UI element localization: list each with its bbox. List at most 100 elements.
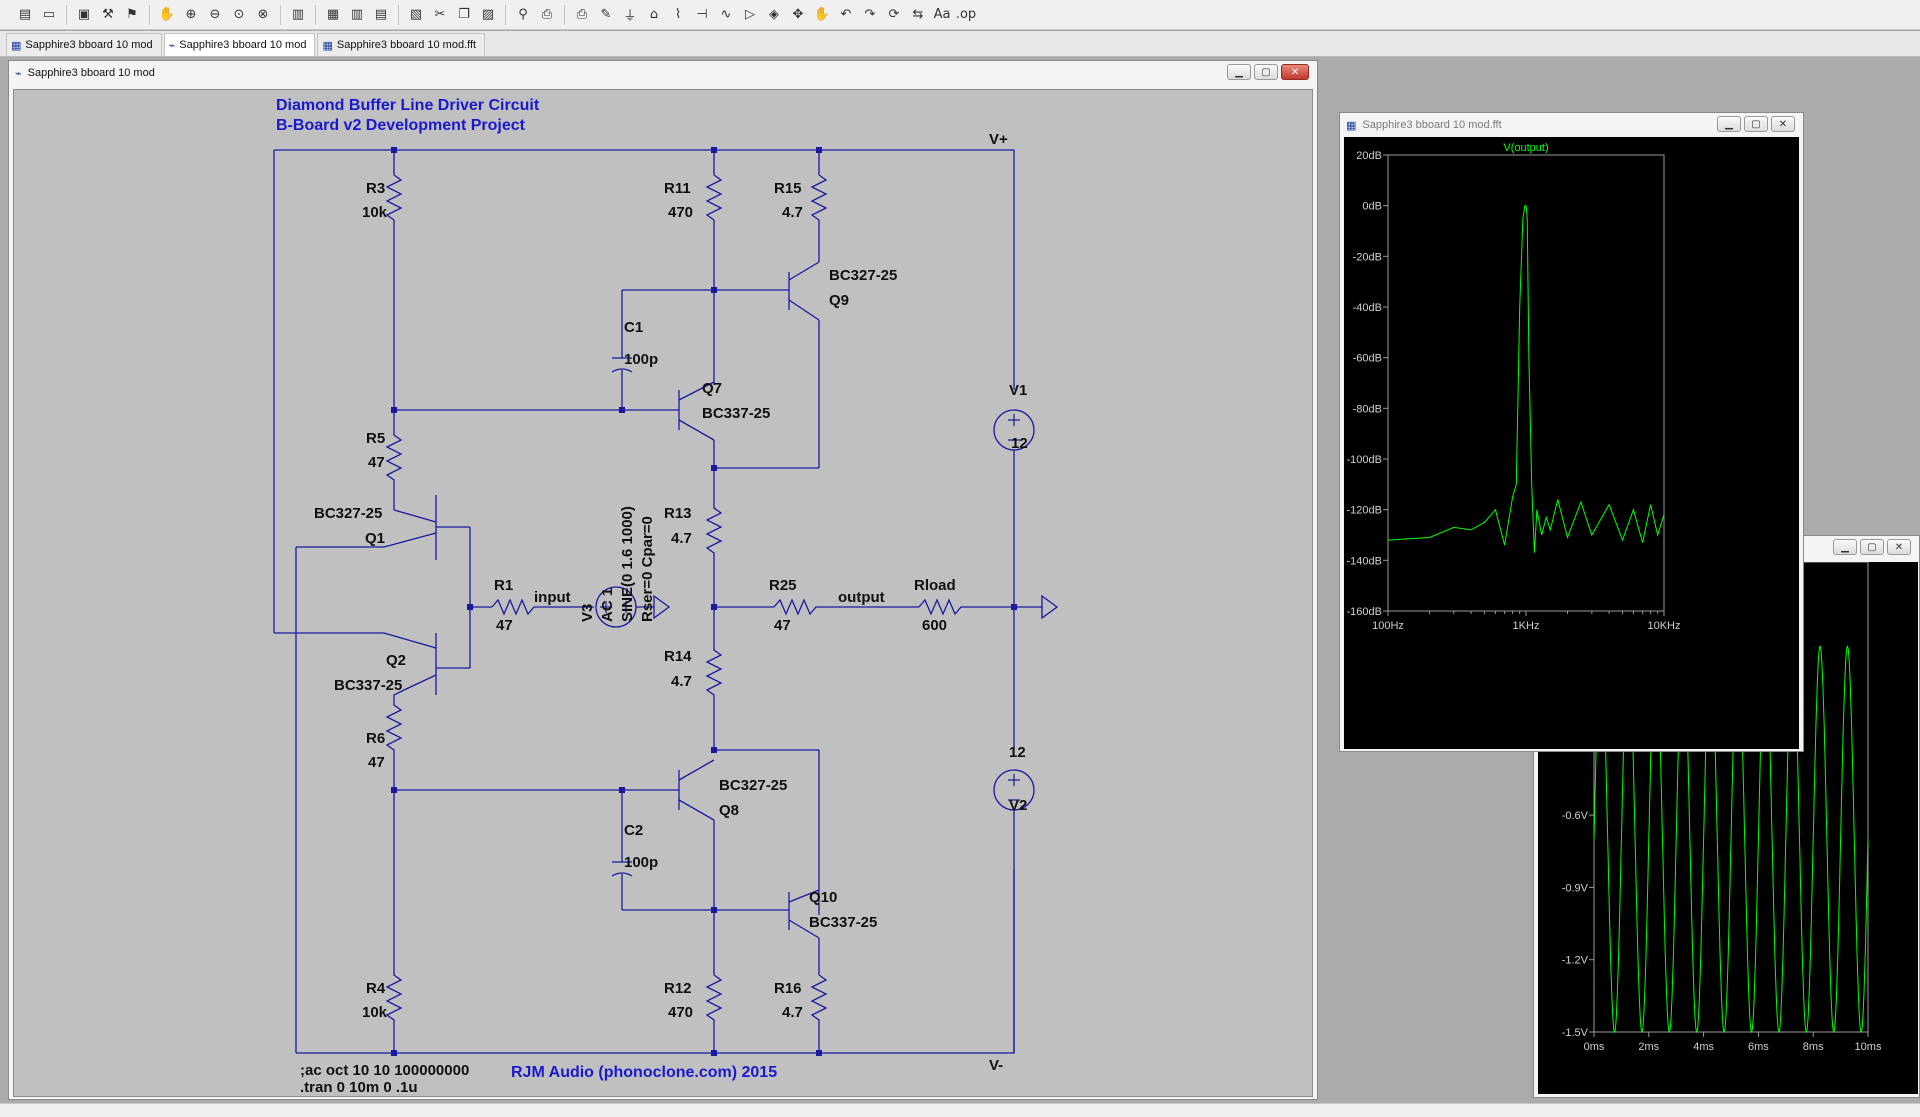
Rload-name: Rload [914, 577, 956, 594]
tile-horizontal-icon[interactable]: ▤ [374, 7, 388, 22]
minimize-button[interactable]: ▁ [1227, 64, 1251, 80]
waveform-icon: ▦ [322, 38, 333, 52]
waveform-icon: ▦ [1346, 118, 1357, 132]
fft-plot-window: ▦ Sapphire3 bboard 10 mod.fft ▁ ▢ ✕ 20dB… [1339, 112, 1804, 752]
save-icon[interactable]: ▣ [77, 7, 91, 22]
R25-name: R25 [769, 577, 797, 594]
schematic-footer: RJM Audio (phonoclone.com) 2015 [511, 1064, 777, 1081]
Q10-model: BC337-25 [809, 914, 877, 931]
y-tick-label: 20dB [1356, 150, 1382, 162]
wire-icon[interactable]: ✎ [600, 7, 612, 22]
cascade-icon[interactable]: ▧ [409, 7, 423, 22]
Q1-name: Q1 [365, 530, 385, 547]
close-button[interactable]: ✕ [1771, 116, 1795, 132]
tile-vertical-icon[interactable]: ▥ [350, 7, 364, 22]
label-icon[interactable]: ⌂ [649, 7, 659, 22]
Q2-model: BC337-25 [334, 677, 402, 694]
maximize-button[interactable]: ▢ [1744, 116, 1768, 132]
move-icon[interactable]: ✥ [792, 7, 804, 22]
window-title-bar[interactable]: ▦ Sapphire3 bboard 10 mod.fft ▁ ▢ ✕ [1340, 113, 1803, 137]
Rload-value: 600 [922, 617, 947, 634]
close-button[interactable]: ✕ [1887, 539, 1911, 555]
open-icon[interactable]: ▭ [42, 7, 56, 22]
grid-icon[interactable]: ▦ [326, 7, 340, 22]
plot-frame [1387, 154, 1665, 612]
maximize-button[interactable]: ▢ [1254, 64, 1278, 80]
y-tick-label: -0.9V [1562, 882, 1589, 894]
x-tick-label: 10KHz [1647, 620, 1680, 632]
halt-icon[interactable]: ✋ [158, 7, 176, 22]
y-tick-label: -160dB [1347, 606, 1382, 618]
x-tick-label: 2ms [1638, 1041, 1659, 1053]
copy-icon[interactable]: ❐ [458, 7, 470, 22]
tab-schematic[interactable]: ⌁ Sapphire3 bboard 10 mod [163, 33, 316, 56]
minimize-button[interactable]: ▁ [1717, 116, 1741, 132]
V3-name: V3 [579, 604, 596, 622]
inductor-icon[interactable]: ∿ [720, 7, 732, 22]
R6-value: 47 [368, 754, 385, 771]
run-icon[interactable]: ⚑ [126, 7, 138, 22]
ground-icon[interactable]: ⏚ [623, 9, 637, 24]
window-title-bar[interactable]: ⌁ Sapphire3 bboard 10 mod ▁ ▢ ✕ [9, 61, 1317, 85]
capacitor-icon[interactable]: ⊣ [696, 7, 708, 22]
x-tick-label: 8ms [1803, 1041, 1824, 1053]
fft-trace [1387, 205, 1665, 553]
autorange-icon[interactable]: ▥ [291, 7, 305, 22]
close-button[interactable]: ✕ [1281, 64, 1309, 80]
zoom-in-icon[interactable]: ⊕ [185, 7, 197, 22]
rail-vpos-label: V+ [989, 131, 1008, 148]
V2-value: 12 [1009, 744, 1026, 761]
spice-directive-tran[interactable]: .tran 0 10m 0 .1u [300, 1079, 418, 1096]
minimize-button[interactable]: ▁ [1833, 539, 1857, 555]
toolbar-separator [149, 4, 150, 25]
rotate-icon[interactable]: ⟳ [888, 7, 900, 22]
Q9-name: Q9 [829, 292, 849, 309]
paste-icon[interactable]: ▨ [481, 7, 495, 22]
tab-label: Sapphire3 bboard 10 mod.fft [336, 39, 477, 51]
schematic-canvas[interactable]: Diamond Buffer Line Driver Circuit B-Boa… [13, 89, 1313, 1097]
component-icon[interactable]: ◈ [769, 7, 779, 22]
diode-icon[interactable]: ▷ [745, 7, 755, 22]
transient-trace [1593, 645, 1869, 1034]
tab-transient-plot[interactable]: ▦ Sapphire3 bboard 10 mod [6, 33, 162, 56]
find-icon[interactable]: ⚲ [518, 7, 528, 22]
y-tick-label: -1.2V [1562, 955, 1589, 967]
mirror-icon[interactable]: ⇆ [912, 7, 924, 22]
y-tick-label: 0dB [1362, 201, 1382, 213]
zoom-cancel-icon[interactable]: ⊗ [257, 7, 269, 22]
C2-name: C2 [624, 822, 643, 839]
drag-icon[interactable]: ✋ [813, 7, 831, 22]
maximize-button[interactable]: ▢ [1860, 539, 1884, 555]
new-schematic-icon[interactable]: ▤ [18, 7, 32, 22]
undo-icon[interactable]: ↶ [840, 7, 852, 22]
x-tick-label: 0ms [1584, 1041, 1605, 1053]
control-panel-icon[interactable]: ⚒ [102, 7, 114, 22]
fft-spectrum-chart: 20dB0dB-20dB-40dB-60dB-80dB-100dB-120dB-… [1347, 142, 1681, 632]
x-tick-label: 10ms [1855, 1041, 1882, 1053]
toolbar-separator [280, 4, 281, 25]
spice-directive-icon[interactable]: .op [955, 7, 977, 22]
redo-icon[interactable]: ↷ [864, 7, 876, 22]
waveform-icon: ▦ [11, 38, 22, 52]
document-tab-bar: ▦ Sapphire3 bboard 10 mod ⌁ Sapphire3 bb… [0, 31, 1920, 57]
print-icon[interactable]: ⎙ [576, 7, 588, 22]
zoom-fit-icon[interactable]: ⊙ [233, 7, 245, 22]
tab-label: Sapphire3 bboard 10 mod [179, 39, 307, 51]
R4-value: 10k [362, 1004, 388, 1021]
R3-name: R3 [366, 180, 385, 197]
status-bar [0, 1103, 1920, 1117]
resistor-icon[interactable]: ⌇ [674, 7, 682, 22]
zoom-out-icon[interactable]: ⊖ [209, 7, 221, 22]
R13-value: 4.7 [671, 530, 692, 547]
text-icon[interactable]: Aa [933, 7, 951, 22]
R16-value: 4.7 [782, 1004, 803, 1021]
print-preview-icon[interactable]: ⎙ [541, 7, 553, 22]
R12-name: R12 [664, 980, 692, 997]
y-tick-label: -80dB [1353, 403, 1382, 415]
tab-fft-plot[interactable]: ▦ Sapphire3 bboard 10 mod.fft [317, 33, 486, 56]
cut-icon[interactable]: ✂ [434, 7, 446, 22]
spice-directive-ac[interactable]: ;ac oct 10 10 100000000 [300, 1062, 469, 1079]
C2-value: 100p [624, 854, 658, 871]
window-title-bar[interactable]: ▁ ▢ ✕ [1534, 536, 1919, 560]
